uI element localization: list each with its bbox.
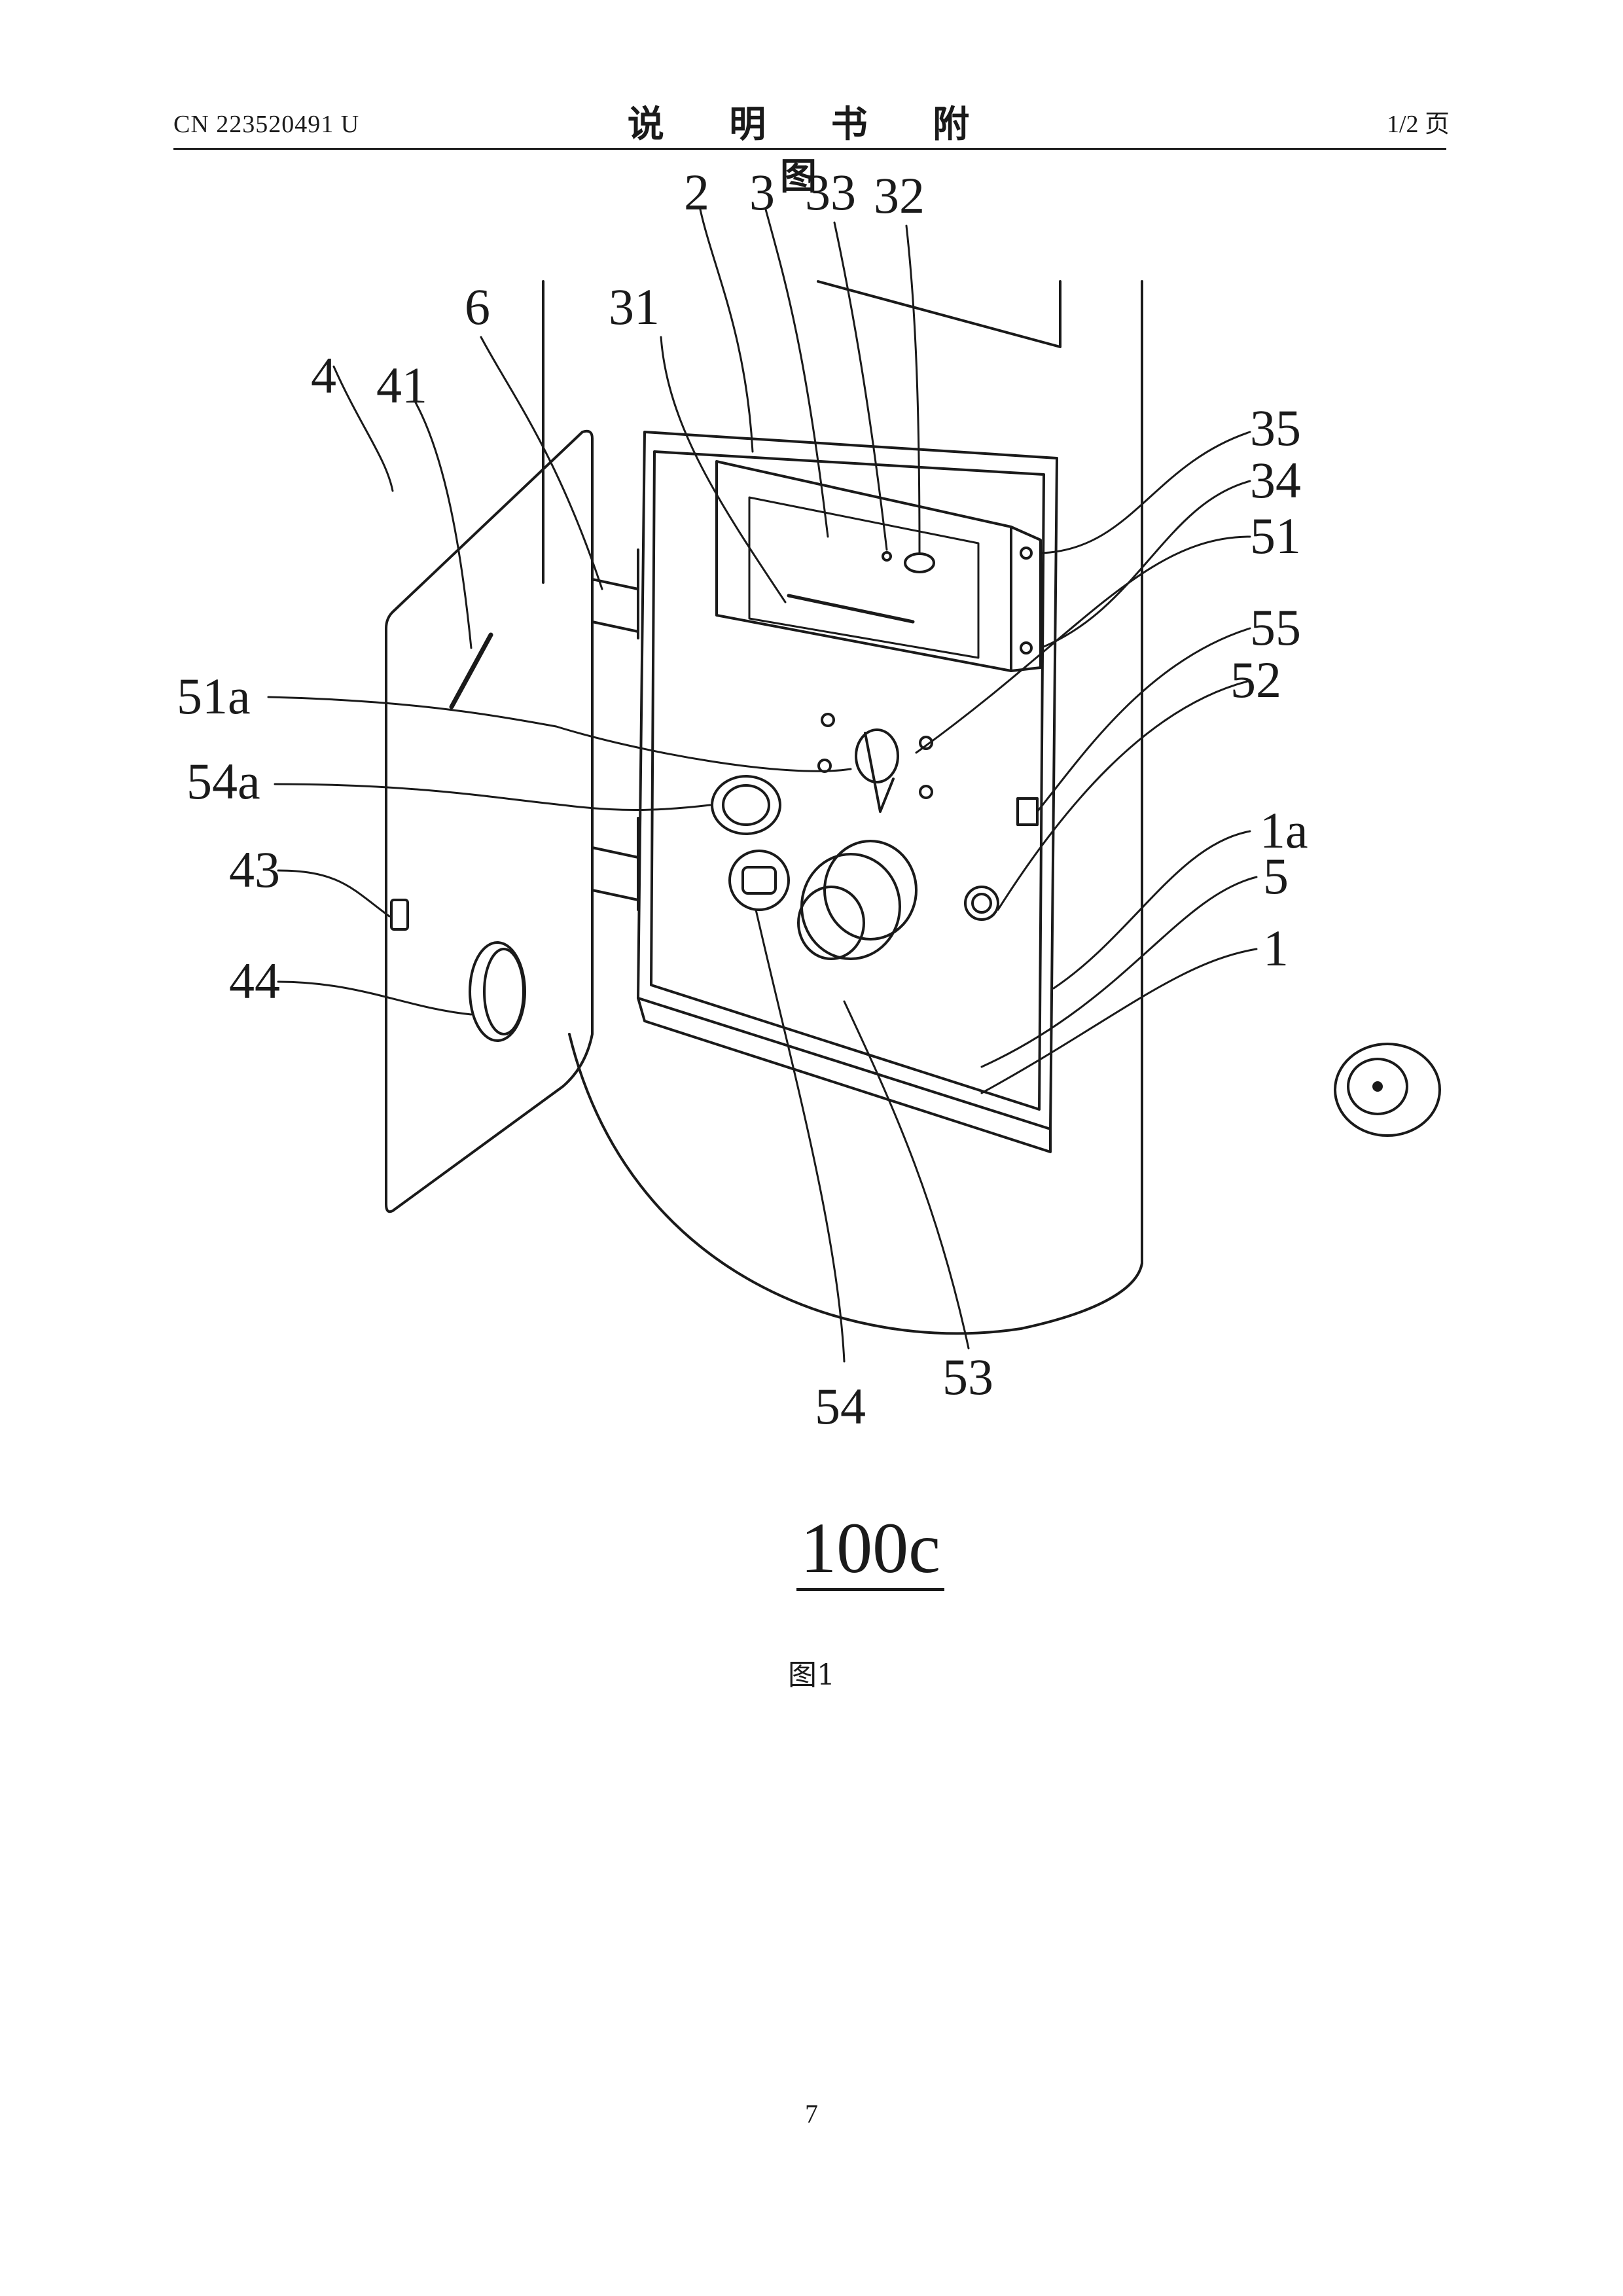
label-32: 32: [874, 167, 925, 224]
label-41: 41: [376, 357, 427, 414]
label-55: 55: [1250, 599, 1301, 656]
label-5: 5: [1263, 848, 1289, 905]
label-43: 43: [229, 841, 280, 898]
page-number: 7: [779, 2098, 844, 2130]
rotary-switch: [819, 714, 932, 812]
display-unit: [717, 461, 1041, 671]
publication-number: CN 223520491 U: [173, 98, 359, 151]
label-3: 3: [749, 164, 775, 221]
connector-ring: [712, 776, 780, 834]
label-53: 53: [942, 1348, 993, 1405]
header-rule: [173, 148, 1446, 150]
label-35: 35: [1250, 399, 1301, 456]
emergency-stop: [798, 841, 916, 959]
label-54: 54: [815, 1378, 866, 1435]
label-2: 2: [684, 164, 709, 221]
label-51: 51: [1250, 507, 1301, 564]
indicator-light: [965, 887, 998, 920]
page-indicator: 1/2 页: [1387, 98, 1450, 151]
figure-caption: 图1: [746, 1656, 877, 1695]
reference-labels: 2 3 33 32 6 31 4 41 35 34 51 51a 55 54a …: [177, 164, 1308, 1435]
socket-outlet: [730, 851, 789, 910]
label-52: 52: [1230, 651, 1281, 708]
label-44: 44: [229, 952, 280, 1009]
label-51a: 51a: [177, 668, 251, 725]
label-1: 1: [1263, 920, 1289, 977]
label-4: 4: [311, 347, 336, 404]
label-31: 31: [609, 278, 660, 335]
detail-view: [1335, 1044, 1440, 1136]
label-33: 33: [805, 164, 856, 221]
door-hinges: [592, 550, 638, 910]
label-54a: 54a: [187, 753, 260, 810]
figure-reference: 100c: [740, 1505, 1001, 1590]
page-title: 说 明 书 附 图: [615, 98, 1008, 151]
mounting-panel: [638, 432, 1057, 1152]
figure-reference-number: 100c: [796, 1508, 944, 1591]
fastener-55: [1018, 798, 1037, 825]
patent-drawing: 2 3 33 32 6 31 4 41 35 34 51 51a 55 54a …: [0, 151, 1623, 1505]
housing-body: [543, 281, 1142, 1333]
cabinet-door: [386, 431, 592, 1212]
label-34: 34: [1250, 452, 1301, 509]
label-6: 6: [465, 278, 490, 335]
